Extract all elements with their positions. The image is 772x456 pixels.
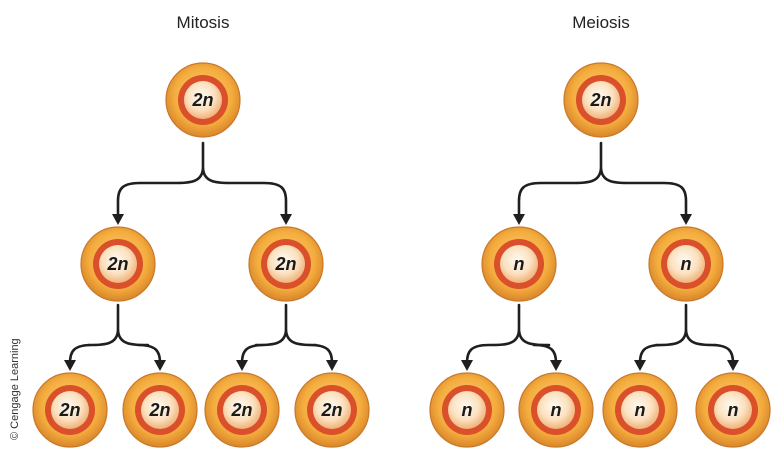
- arrow-head: [461, 360, 473, 371]
- division-arrow: [638, 303, 735, 365]
- ploidy-label: 2n: [106, 254, 128, 274]
- division-arrows: [64, 141, 739, 371]
- nucleus: [448, 391, 486, 429]
- nucleus: [714, 391, 752, 429]
- nucleus: [141, 391, 179, 429]
- arrow-head: [112, 214, 124, 225]
- ploidy-label: n: [728, 400, 739, 420]
- ploidy-label: 2n: [148, 400, 170, 420]
- cell: 2n: [248, 226, 324, 302]
- ploidy-label: 2n: [58, 400, 80, 420]
- nucleus: [267, 245, 305, 283]
- ploidy-label: n: [514, 254, 525, 274]
- cell: n: [518, 372, 594, 448]
- ploidy-label: n: [462, 400, 473, 420]
- nucleus: [667, 245, 705, 283]
- mitosis-title: Mitosis: [177, 13, 230, 32]
- arrow-head: [513, 214, 525, 225]
- ploidy-label: n: [635, 400, 646, 420]
- cell: n: [602, 372, 678, 448]
- cell: n: [481, 226, 557, 302]
- cell: 2n: [32, 372, 108, 448]
- ploidy-label: n: [681, 254, 692, 274]
- nucleus: [621, 391, 659, 429]
- ploidy-label: 2n: [320, 400, 342, 420]
- cell: n: [429, 372, 505, 448]
- arrow-head: [236, 360, 248, 371]
- nucleus: [500, 245, 538, 283]
- nucleus: [51, 391, 89, 429]
- nucleus: [184, 81, 222, 119]
- nucleus: [313, 391, 351, 429]
- ploidy-label: 2n: [274, 254, 296, 274]
- cell: 2n: [204, 372, 280, 448]
- ploidy-label: 2n: [230, 400, 252, 420]
- cell: 2n: [80, 226, 156, 302]
- arrow-head: [64, 360, 76, 371]
- copyright-credit: © Cengage Learning: [9, 338, 21, 440]
- arrow-head: [326, 360, 338, 371]
- ploidy-label: 2n: [589, 90, 611, 110]
- ploidy-label: n: [551, 400, 562, 420]
- cell: n: [648, 226, 724, 302]
- meiosis-title: Meiosis: [572, 13, 630, 32]
- cell: n: [695, 372, 771, 448]
- division-arrow: [116, 141, 288, 217]
- cell: 2n: [122, 372, 198, 448]
- arrow-head: [680, 214, 692, 225]
- arrow-head: [550, 360, 562, 371]
- division-arrow: [240, 303, 334, 365]
- nucleus: [537, 391, 575, 429]
- nucleus: [582, 81, 620, 119]
- ploidy-label: 2n: [191, 90, 213, 110]
- cell: 2n: [294, 372, 370, 448]
- arrow-head: [280, 214, 292, 225]
- cell: 2n: [165, 62, 241, 138]
- arrow-head: [727, 360, 739, 371]
- division-arrow: [68, 303, 162, 365]
- arrow-head: [634, 360, 646, 371]
- cell: 2n: [563, 62, 639, 138]
- division-arrow: [517, 141, 688, 217]
- nucleus: [223, 391, 261, 429]
- division-arrow: [465, 303, 558, 365]
- arrow-head: [154, 360, 166, 371]
- cells: 2n 2n 2n 2n 2n 2n 2n 2n n n n n n n: [32, 62, 771, 448]
- nucleus: [99, 245, 137, 283]
